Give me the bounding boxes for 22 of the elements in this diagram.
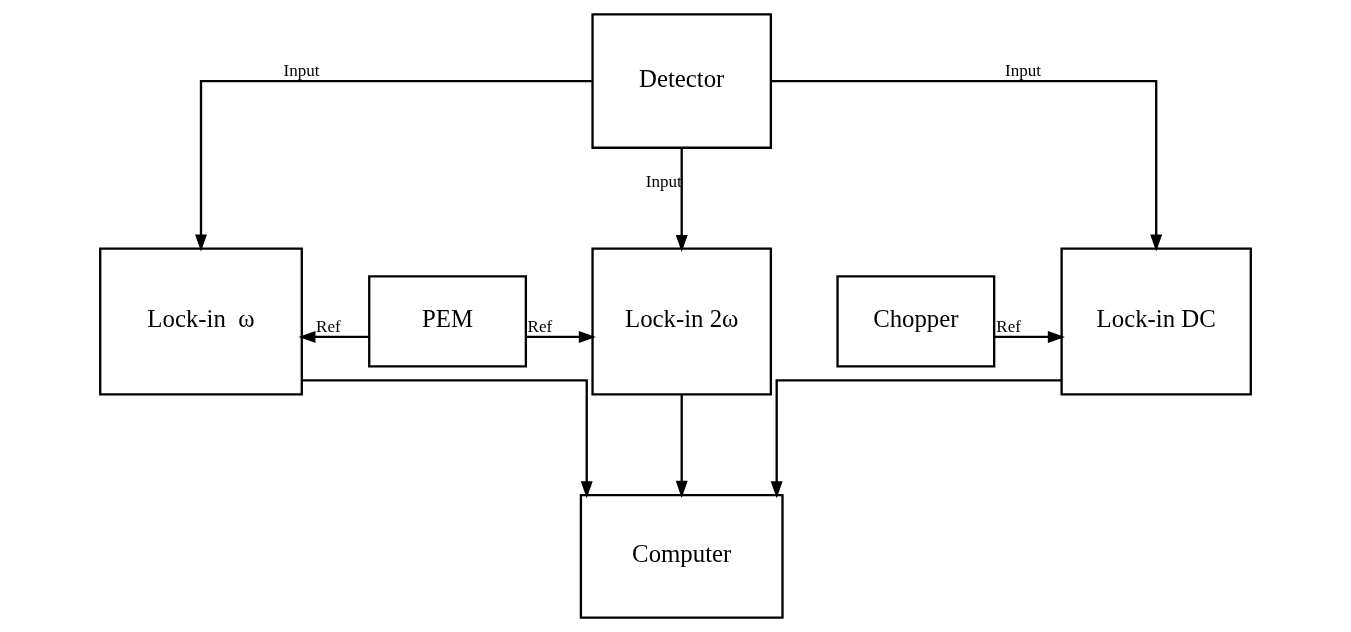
edge-label: Ref [996,316,1021,336]
arrow [526,330,596,343]
arrow [675,148,688,253]
node-box: Lock-in DC [1060,247,1252,396]
arrow [994,330,1065,343]
node-box: Computer [579,493,784,619]
node-box: Lock-in 2ω [591,247,773,396]
node-box: Detector [591,13,773,149]
arrow [675,394,688,498]
node-box: Chopper [836,275,996,368]
arrow [298,330,369,343]
edge-label: Ref [527,316,553,336]
arrow [301,379,593,499]
edge-label: Ref [316,316,341,336]
edge-label: Input [645,172,682,192]
edge-label: Input [1005,61,1041,81]
arrow [195,79,593,252]
node-box: Lock-in ω [99,247,303,396]
arrow [770,79,1163,252]
arrow [770,379,1062,499]
node-box: PEM [368,275,528,368]
edge-label: Input [283,61,320,81]
